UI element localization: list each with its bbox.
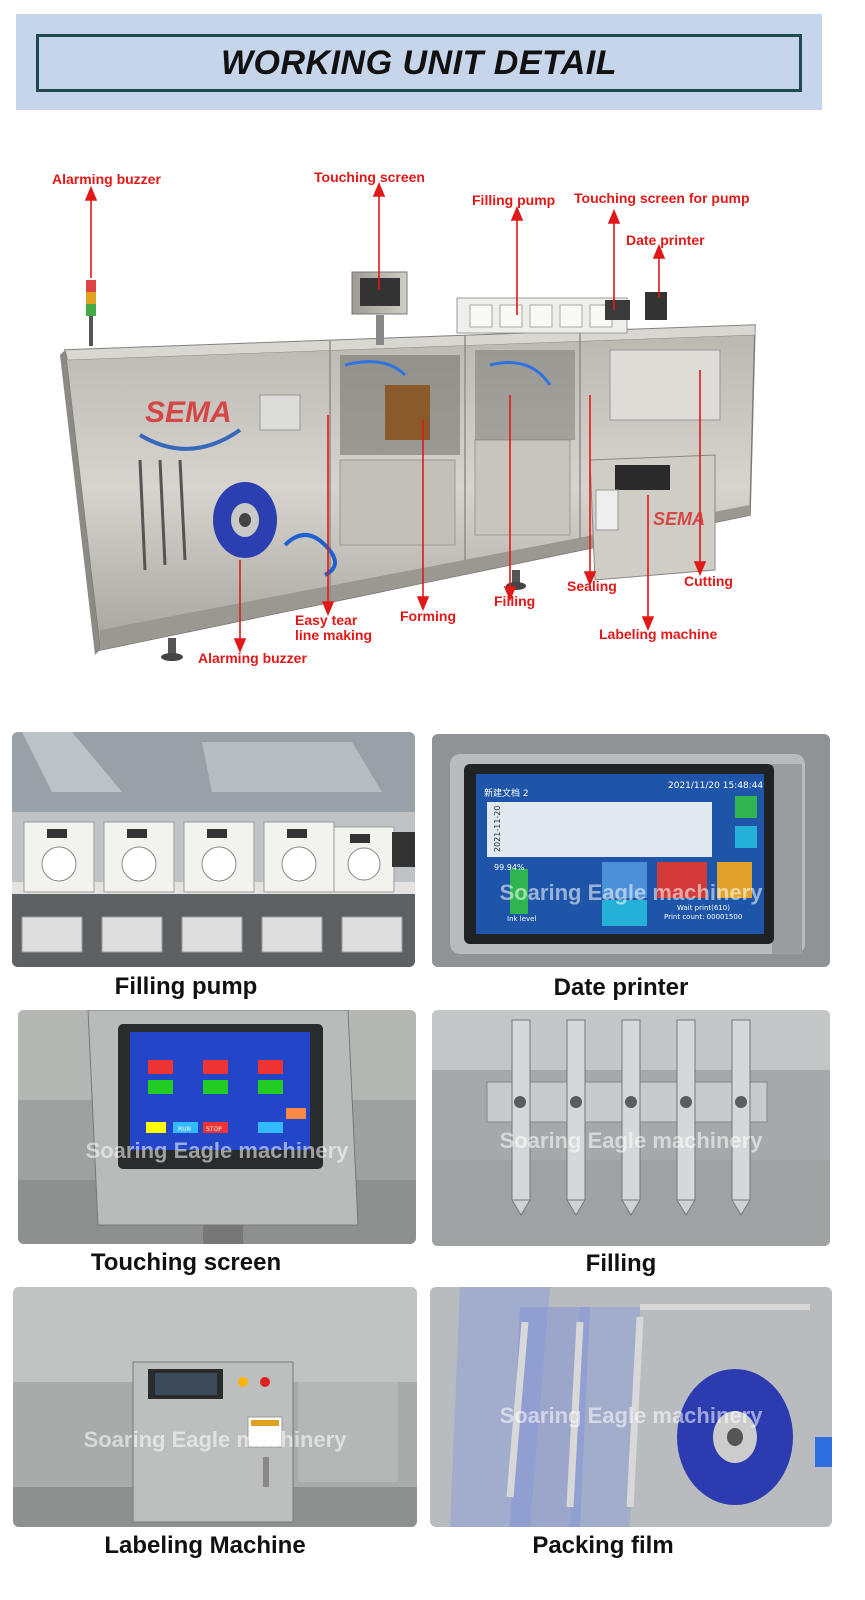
screen-run-button: RUN <box>178 1126 191 1133</box>
header-band: WORKING UNIT DETAIL <box>16 14 822 110</box>
callout-forming: Forming <box>400 608 456 624</box>
watermark: Soaring Eagle machinery <box>499 1403 763 1428</box>
caption-touching-screen: Touching screen <box>90 1249 282 1276</box>
printer-ink-percent: 99.94% <box>494 863 525 872</box>
watermark: Soaring Eagle machinery <box>83 1427 347 1452</box>
watermark: Soaring Eagle machinery <box>499 880 763 905</box>
page-title: WORKING UNIT DETAIL <box>220 43 618 82</box>
callout-alarming-buzzer-top: Alarming buzzer <box>52 171 161 187</box>
photo-labeling-machine: Soaring Eagle machinery <box>13 1287 417 1527</box>
brand-logo: SEMA <box>145 396 232 429</box>
printer-datetime: 2021/11/20 15:48:44 <box>668 781 763 791</box>
caption-filling: Filling <box>585 1250 657 1277</box>
printer-doc-label: 新建文档 2 <box>484 787 529 799</box>
photo-packing-film: Soaring Eagle machinery <box>430 1287 832 1527</box>
photo-filling: Soaring Eagle machinery <box>432 1010 830 1246</box>
callout-easy-tear: Easy tear line making <box>295 612 373 643</box>
caption-filling-pump: Filling pump <box>114 973 258 1000</box>
callout-date-printer: Date printer <box>626 232 705 248</box>
watermark: Soaring Eagle machinery <box>85 1138 349 1163</box>
caption-packing-film: Packing film <box>532 1532 674 1559</box>
callout-filling-pump: Filling pump <box>472 192 556 208</box>
photo-filling-pump <box>12 732 415 967</box>
header-box: WORKING UNIT DETAIL <box>36 34 802 92</box>
watermark: Soaring Eagle machinery <box>499 1128 763 1153</box>
caption-date-printer: Date printer <box>553 974 689 1001</box>
caption-labeling-machine: Labeling Machine <box>104 1532 306 1559</box>
callout-touching-screen: Touching screen <box>314 169 425 185</box>
photo-date-printer: 新建文档 2 2021/11/20 15:48:44 99.94% Ink le… <box>432 734 830 967</box>
callout-alarming-buzzer-bottom: Alarming buzzer <box>198 650 307 666</box>
callout-filling: Filling <box>494 593 536 609</box>
callout-touching-screen-pump: Touching screen for pump <box>574 190 750 206</box>
callout-sealing: Sealing <box>567 578 617 594</box>
printer-ink-label: Ink level <box>507 915 536 923</box>
machine-diagram: SEMA SEMA Alarming buzzer Touching scree… <box>0 160 865 690</box>
callout-labeling-machine: Labeling machine <box>599 626 718 642</box>
printer-print-count: Print count: 00001500 <box>664 913 742 921</box>
machine-illustration: SEMA SEMA <box>60 181 756 661</box>
printer-vertical-date: 2021-11-20 <box>493 806 502 853</box>
photo-touching-screen: RUN STOP Soaring Eagle machinery <box>18 1010 416 1244</box>
screen-stop-button: STOP <box>206 1126 222 1133</box>
callout-cutting: Cutting <box>684 573 733 589</box>
printer-wait-print: Wait print(610) <box>677 904 730 912</box>
brand-logo-cabinet: SEMA <box>653 509 705 529</box>
